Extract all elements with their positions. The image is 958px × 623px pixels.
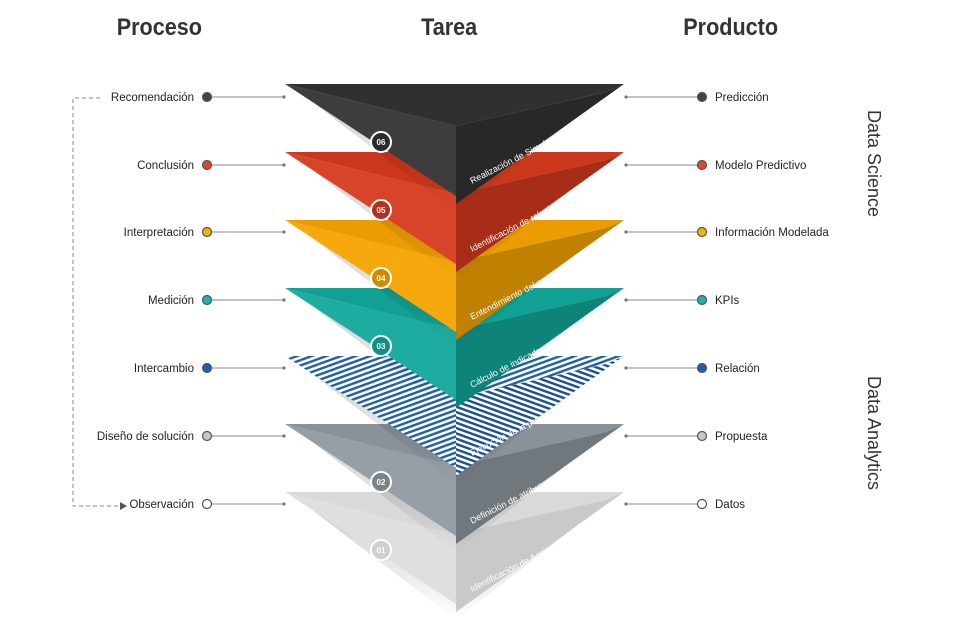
row-conclusion: Conclusión Modelo Predictivo — [137, 159, 806, 172]
connector-end-dot — [624, 95, 628, 99]
layer-right-face — [456, 424, 624, 544]
layer-number-badge — [370, 131, 392, 153]
connector-end-dot — [282, 434, 286, 438]
product-label-informacion-modelada: Información Modelada — [715, 227, 829, 239]
product-label-kpis: KPIs — [715, 295, 740, 307]
product-label-relacion: Relación — [715, 363, 760, 375]
connector-end-dot — [282, 163, 286, 167]
task-column-header: Tarea — [421, 14, 478, 41]
product-label-modelo-predictivo: Modelo Predictivo — [715, 160, 806, 172]
process-dot — [201, 362, 213, 374]
product-label-propuesta: Propuesta — [715, 431, 768, 443]
row-recomendacion: Recomendación Predicción — [111, 91, 769, 104]
row-observacion: Observación Datos — [129, 498, 745, 511]
process-label-recomendacion: Recomendación — [111, 92, 194, 104]
feedback-loop-bracket — [72, 97, 120, 507]
process-dot — [201, 159, 213, 171]
connector-end-dot — [282, 366, 286, 370]
process-label-intercambio: Intercambio — [134, 363, 194, 375]
connector-end-dot — [282, 502, 286, 506]
process-column-header: Proceso — [116, 14, 202, 41]
layer-number-badge — [370, 539, 392, 561]
row-interpretacion: Interpretación Información Modelada — [124, 226, 829, 239]
feedback-loop-arrowhead — [120, 502, 127, 510]
process-label-interpretacion: Interpretación — [124, 227, 194, 239]
process-dot — [201, 91, 213, 103]
layer-number: 01 — [377, 546, 386, 555]
layer-number: 03 — [377, 342, 386, 351]
layer-number: 04 — [377, 274, 386, 283]
layer-number-badge — [370, 335, 392, 357]
connector-end-dot — [624, 163, 628, 167]
row-diseno-de-solucion: Diseño de solución Propuesta — [97, 430, 768, 443]
product-dot — [696, 294, 708, 306]
layer-right-face — [456, 288, 624, 408]
layer-number: 02 — [377, 478, 386, 487]
row-intercambio: Intercambio Relación — [134, 362, 760, 375]
product-column-header: Producto — [683, 14, 779, 41]
layer-number-badge — [370, 471, 392, 493]
layer-right-face — [456, 492, 624, 612]
layer-number-badge — [370, 199, 392, 221]
layer-right-face — [456, 220, 624, 340]
layer-top-face — [285, 84, 624, 126]
connector-end-dot — [282, 95, 286, 99]
layer-right-face — [456, 152, 624, 272]
product-dot — [696, 498, 708, 510]
process-dot — [201, 430, 213, 442]
product-label-prediccion: Predicción — [715, 92, 769, 104]
product-dot — [696, 430, 708, 442]
process-dot — [201, 226, 213, 238]
connector-end-dot — [624, 366, 628, 370]
product-dot — [696, 91, 708, 103]
process-label-medicion: Medición — [148, 295, 194, 307]
connector-end-dot — [624, 298, 628, 302]
process-dot — [201, 498, 213, 510]
connector-end-dot — [624, 434, 628, 438]
product-dot — [696, 226, 708, 238]
process-label-conclusion: Conclusión — [137, 160, 194, 172]
layer-right-face — [456, 84, 624, 204]
process-dot — [201, 294, 213, 306]
row-medicion: Medición KPIs — [148, 294, 740, 307]
connector-end-dot — [282, 230, 286, 234]
connector-end-dot — [624, 502, 628, 506]
process-label-observacion: Observación — [129, 499, 194, 511]
layer-number: 05 — [377, 206, 386, 215]
connector-end-dot — [282, 298, 286, 302]
connector-end-dot — [624, 230, 628, 234]
product-label-datos: Datos — [715, 499, 745, 511]
process-label-diseno-de-solucion: Diseño de solución — [97, 431, 194, 443]
layer-left-face — [285, 356, 456, 468]
layer-number-badge — [370, 267, 392, 289]
layer-right-face — [456, 356, 624, 476]
layer-number: 06 — [377, 138, 386, 147]
layer-blue: Ejecución de la propuesta — [285, 356, 624, 484]
product-dot — [696, 159, 708, 171]
product-dot — [696, 362, 708, 374]
